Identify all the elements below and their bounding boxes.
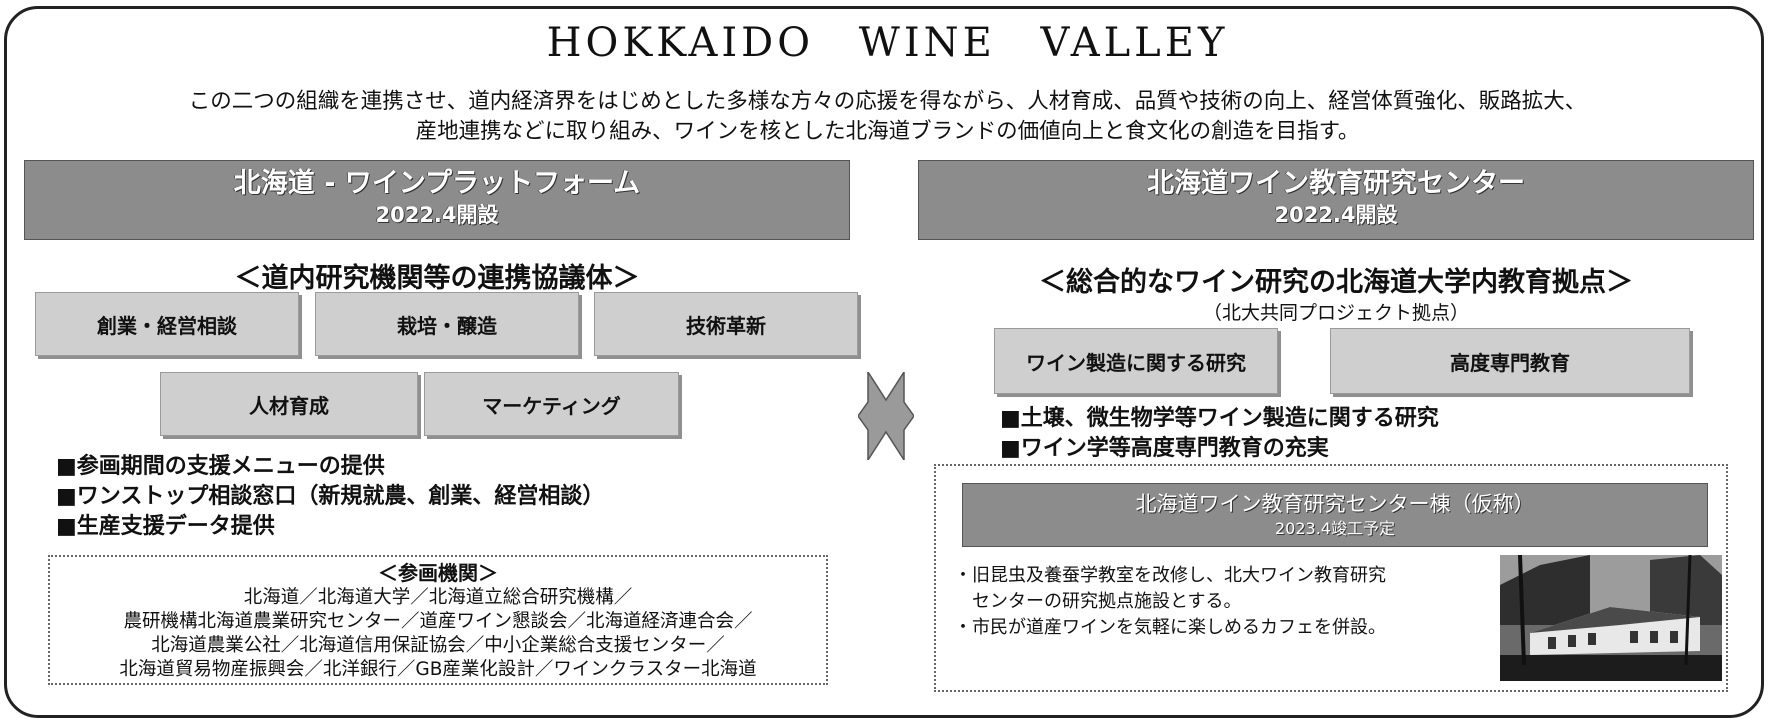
platform-date: 2022.4開設 bbox=[375, 203, 499, 227]
chip-tech-innovation: 技術革新 bbox=[594, 292, 858, 356]
chip-wine-research: ワイン製造に関する研究 bbox=[994, 328, 1278, 394]
double-arrow-icon bbox=[858, 372, 914, 460]
participants-line-3: 北海道農業公社／北海道信用保証協会／中小企業総合支援センター／ bbox=[151, 635, 725, 656]
center-bullet-2: ■ワイン学等高度専門教育の充実 bbox=[1000, 436, 1329, 461]
chip-marketing: マーケティング bbox=[424, 372, 679, 436]
center-bullet-1: ■土壌、微生物学等ワイン製造に関する研究 bbox=[1000, 406, 1439, 431]
participants-line-2: 農研機構北海道農業研究センター／道産ワイン懇談会／北海道経済連合会／ bbox=[123, 611, 753, 632]
participants-line-4: 北海道貿易物産振興会／北洋銀行／GB産業化設計／ワインクラスター北海道 bbox=[119, 659, 757, 680]
center-building-box bbox=[934, 464, 1728, 692]
participants-line-1: 北海道／北海道大学／北海道立総合研究機構／ bbox=[243, 587, 633, 608]
outer-frame bbox=[4, 6, 1764, 718]
center-header: 北海道ワイン教育研究センター 2022.4開設 bbox=[918, 160, 1754, 240]
platform-name: 北海道 - ワインプラットフォーム bbox=[233, 168, 641, 199]
platform-header: 北海道 - ワインプラットフォーム 2022.4開設 bbox=[24, 160, 850, 240]
intro-line-1: この二つの組織を連携させ、道内経済界をはじめとした多様な方々の応援を得ながら、人… bbox=[188, 89, 1587, 114]
platform-bullet-3: ■生産支援データ提供 bbox=[56, 514, 275, 539]
building-name: 北海道ワイン教育研究センター棟（仮称） bbox=[1135, 492, 1535, 516]
building-schedule: 2023.4竣工予定 bbox=[1275, 519, 1395, 538]
building-photo bbox=[1500, 555, 1722, 681]
platform-bullet-2: ■ワンストップ相談窓口（新規就農、創業、経営相談） bbox=[56, 484, 605, 509]
building-note-1: ・旧昆虫及養蚕学教室を改修し、北大ワイン教育研究 bbox=[954, 565, 1386, 586]
building-note-3: ・市民が道産ワインを気軽に楽しめるカフェを併設。 bbox=[954, 617, 1386, 638]
center-name: 北海道ワイン教育研究センター bbox=[1147, 168, 1525, 199]
center-building-header: 北海道ワイン教育研究センター棟（仮称） 2023.4竣工予定 bbox=[962, 483, 1708, 547]
chip-talent-development: 人材育成 bbox=[160, 372, 418, 436]
platform-bullet-1: ■参画期間の支援メニューの提供 bbox=[56, 454, 385, 479]
participants-box: ＜参画機関＞ 北海道／北海道大学／北海道立総合研究機構／ 農研機構北海道農業研究… bbox=[48, 555, 828, 685]
page-title: HOKKAIDO WINE VALLEY bbox=[546, 20, 1229, 66]
chip-cultivation-brewing: 栽培・醸造 bbox=[315, 292, 579, 356]
participants-title: ＜参画機関＞ bbox=[378, 561, 498, 585]
chip-startup-consulting: 創業・経営相談 bbox=[35, 292, 299, 356]
chip-advanced-education: 高度専門教育 bbox=[1330, 328, 1690, 394]
center-subheading: （北大共同プロジェクト拠点） bbox=[1202, 302, 1469, 324]
center-heading: ＜総合的なワイン研究の北海道大学内教育拠点＞ bbox=[1039, 267, 1633, 298]
center-date: 2022.4開設 bbox=[1274, 203, 1398, 227]
intro-line-2: 産地連携などに取り組み、ワインを核とした北海道ブランドの価値向上と食文化の創造を… bbox=[415, 119, 1360, 144]
platform-heading: ＜道内研究機関等の連携協議体＞ bbox=[234, 263, 640, 294]
building-note-2: センターの研究拠点施設とする。 bbox=[954, 591, 1242, 612]
